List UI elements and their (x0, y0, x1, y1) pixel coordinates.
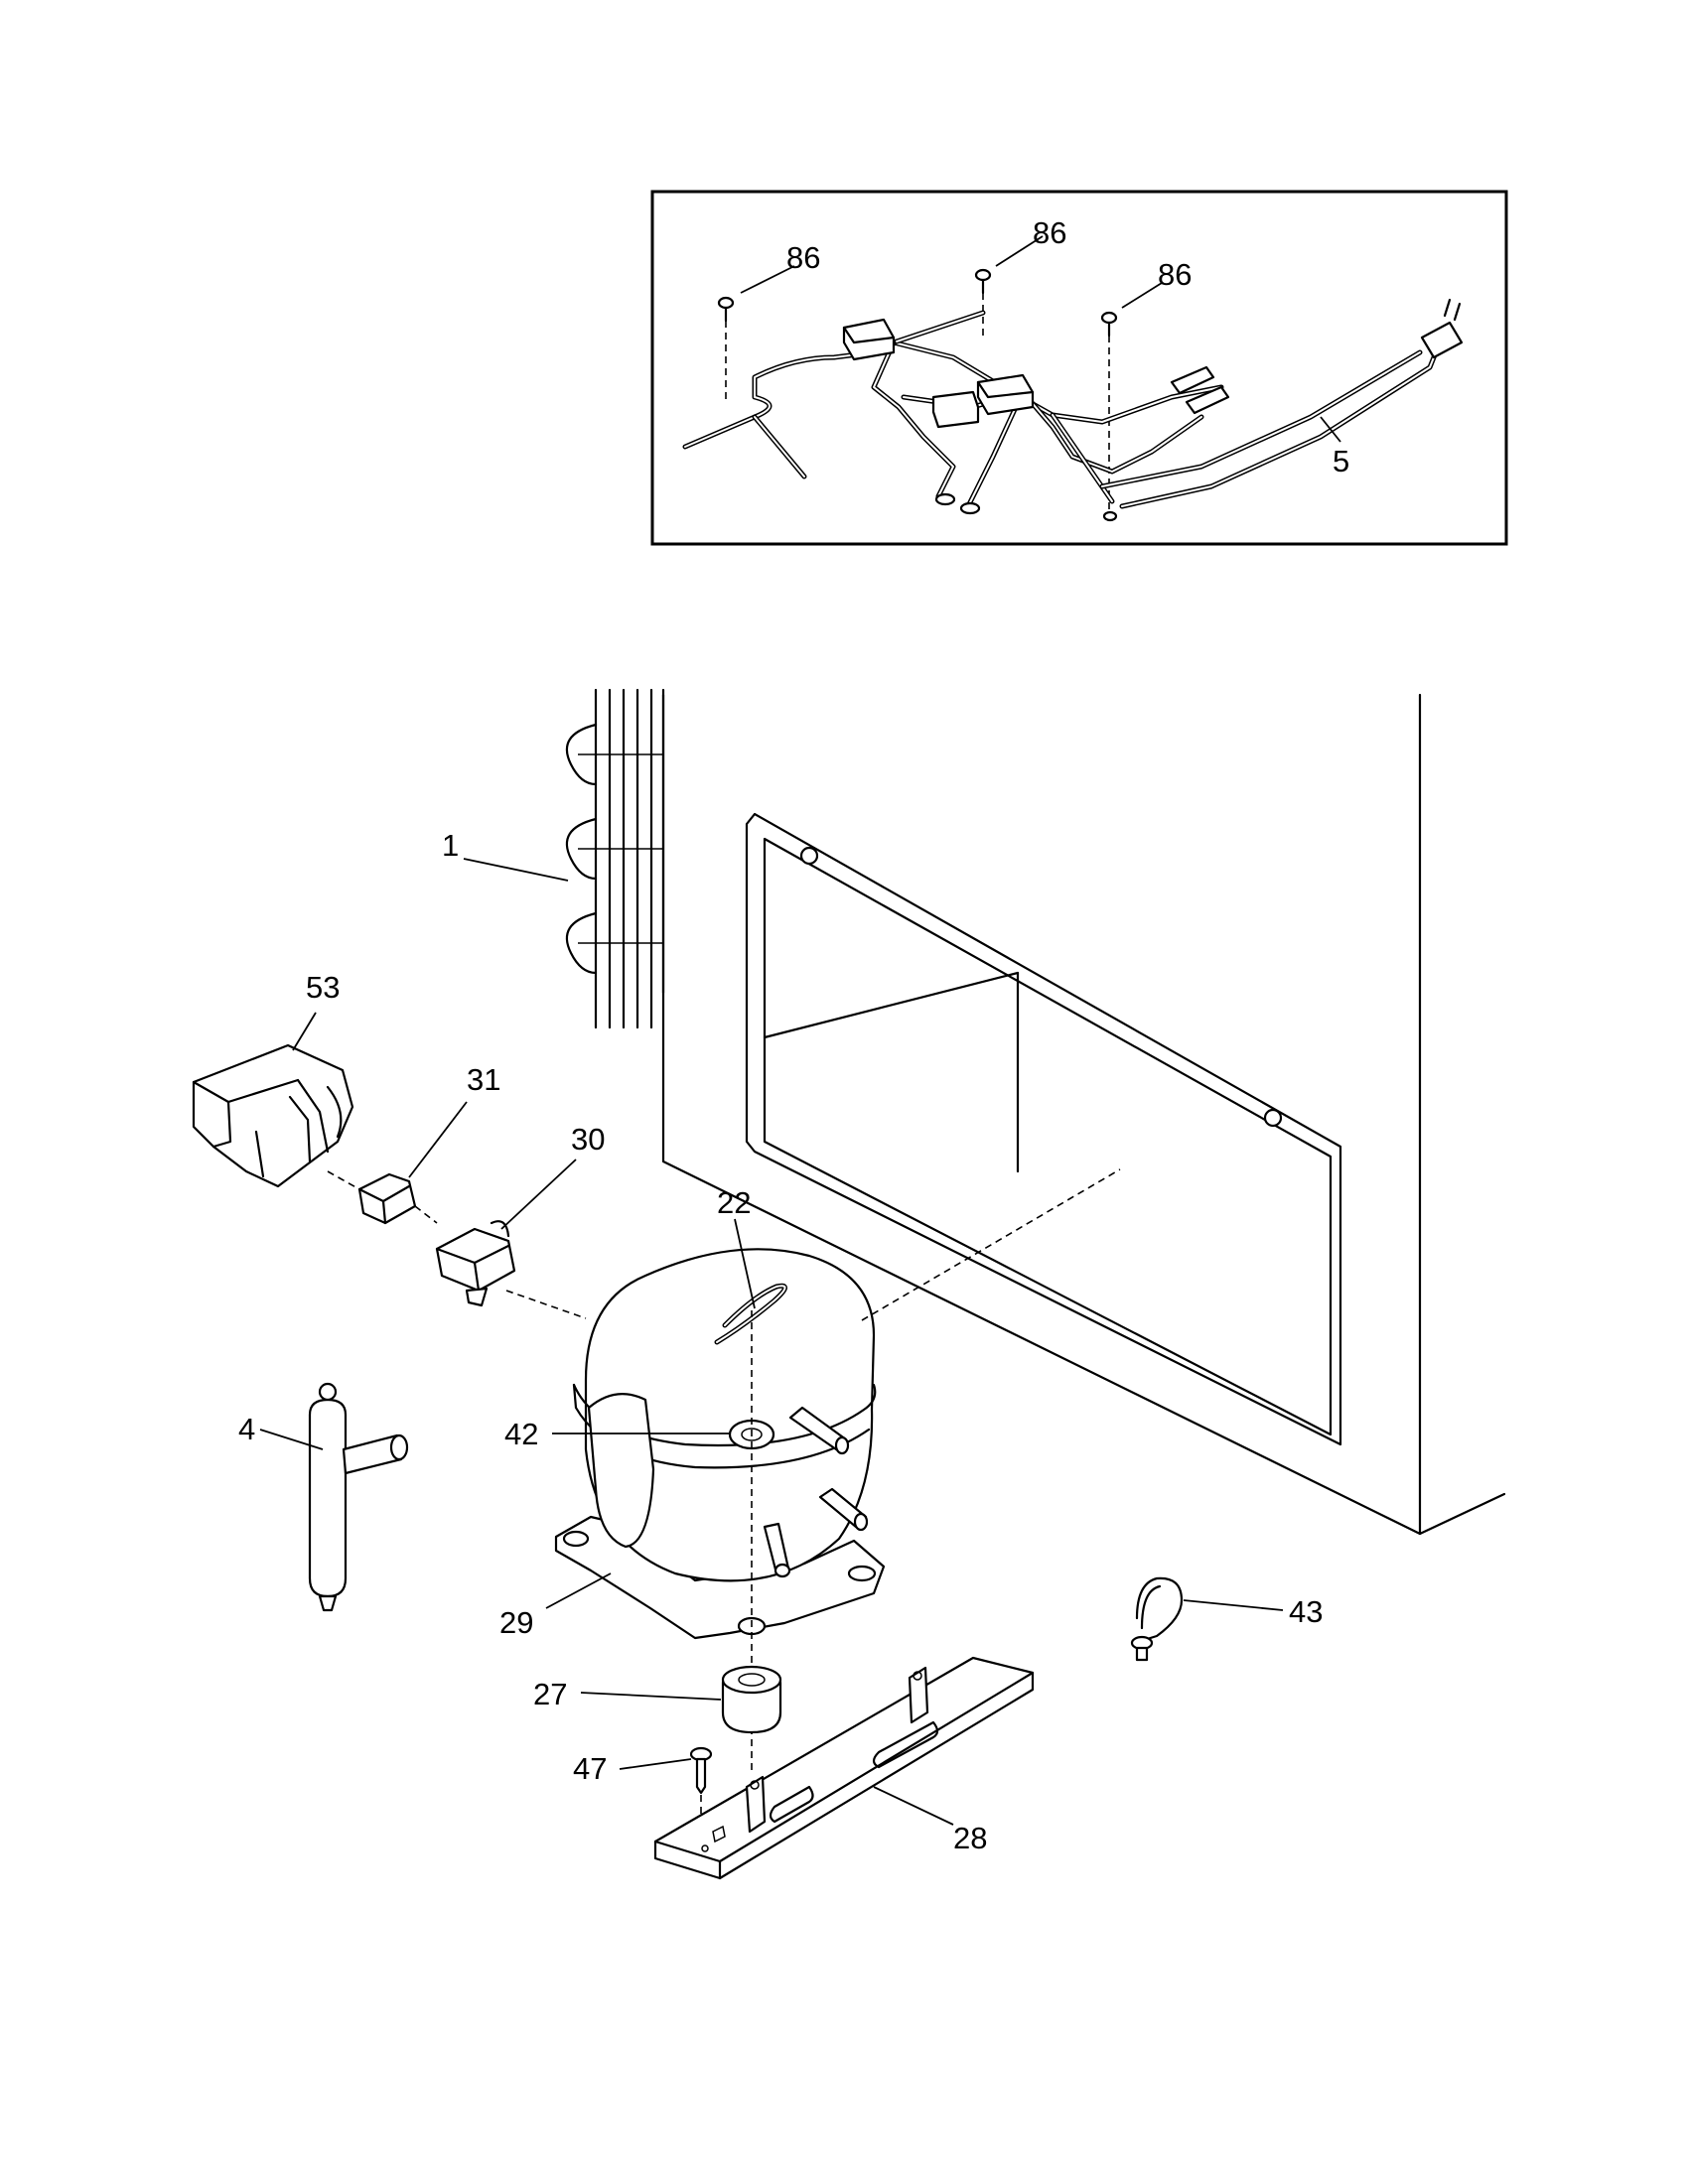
callout-31: 31 (467, 1062, 500, 1097)
callout-22: 22 (717, 1185, 751, 1220)
callout-30: 30 (571, 1122, 605, 1157)
callout-27: 27 (533, 1677, 567, 1711)
callout-42: 42 (504, 1417, 538, 1451)
base-rail (653, 1656, 1035, 1880)
callout-86-right: 86 (1158, 257, 1192, 292)
callout-4: 4 (238, 1412, 255, 1446)
callout-29: 29 (499, 1605, 533, 1640)
harness-connector-mid (931, 373, 1035, 429)
filter-drier (308, 1382, 409, 1612)
harness-wires (682, 310, 1443, 509)
callout-86-mid: 86 (1033, 215, 1066, 250)
inset-frame (650, 190, 1508, 546)
harness-connector-top (842, 318, 896, 361)
callout-1: 1 (442, 828, 459, 863)
power-plug-icon (1420, 298, 1464, 359)
callout-86-left: 86 (786, 240, 820, 275)
callout-47: 47 (573, 1751, 607, 1786)
callout-43: 43 (1289, 1594, 1323, 1629)
screw-86-left (717, 296, 735, 402)
callout-28: 28 (953, 1821, 987, 1855)
screw-86-mid (974, 268, 992, 338)
start-relay (435, 1220, 516, 1307)
harness-terminals (934, 365, 1230, 522)
callout-5: 5 (1333, 444, 1349, 478)
condenser-coil (565, 688, 665, 1029)
tube-clamp (1130, 1576, 1184, 1662)
callout-53: 53 (306, 970, 340, 1005)
wiring-inset: 86 86 86 5 (650, 190, 1508, 546)
rubber-mount (721, 1665, 782, 1734)
overload-protector (357, 1172, 417, 1225)
relay-cover (192, 1043, 354, 1188)
screw-86-right (1100, 311, 1118, 521)
compressor-clip (714, 1283, 787, 1345)
compressor (554, 1248, 886, 1640)
